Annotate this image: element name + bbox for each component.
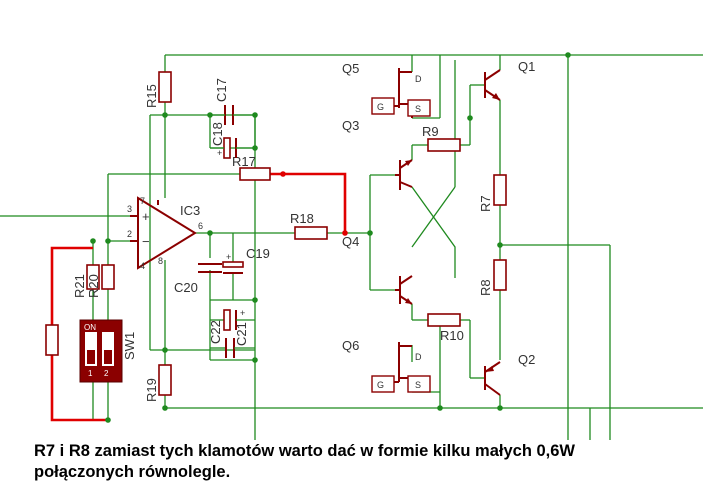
r18-label: R18 [290, 211, 314, 226]
opamp-minus: − [142, 234, 150, 249]
pin-4: 4 [140, 261, 145, 271]
resistor-left [45, 324, 59, 356]
resistor-r17 [239, 167, 271, 181]
resistor-r7 [493, 174, 507, 206]
resistor-r9 [427, 138, 461, 152]
resistors: R15 R17 R18 R21 R20 R19 R9 R10 R7 R8 [45, 71, 507, 402]
transistor-q1 [484, 69, 501, 101]
resistor-r15 [158, 71, 172, 103]
opamp-ic3: + − IC3 3 2 6 7 4 8 [127, 196, 203, 271]
c19-plus: + [226, 252, 231, 262]
sw1-on: ON [84, 323, 96, 332]
opamp-plus: + [142, 209, 150, 224]
q4-label: Q4 [342, 234, 359, 249]
pin-6: 6 [198, 221, 203, 231]
resistor-r18 [294, 226, 328, 240]
capacitors: C17 C18 + C20 C19 + [174, 78, 270, 358]
c18-label: C18 [210, 122, 225, 146]
q1-label: Q1 [518, 59, 535, 74]
note-line-2: połączonych równolegle. [34, 463, 231, 481]
resistor-r10 [427, 313, 461, 327]
sw1-pin1: 1 [88, 369, 93, 378]
c22-label: C22 [208, 320, 223, 344]
sw1-pin2: 2 [104, 369, 109, 378]
r20-label: R20 [86, 274, 101, 298]
transistor-q3 [395, 159, 413, 190]
transistor-q4 [395, 275, 413, 305]
c21-label: C21 [234, 322, 249, 346]
c20-label: C20 [174, 280, 198, 295]
q5-g: G [377, 102, 384, 112]
capacitor-c17 [210, 105, 255, 125]
r17-label: R17 [232, 154, 256, 169]
note-line-1: R7 i R8 zamiast tych klamotów warto dać … [34, 442, 576, 460]
pin-7: 7 [140, 196, 145, 206]
capacitor-c18 [210, 137, 255, 159]
c17-label: C17 [214, 78, 229, 102]
resistor-r8 [493, 259, 507, 291]
pin-3: 3 [127, 204, 132, 214]
capacitor-c21 [210, 338, 255, 358]
r21-label: R21 [72, 274, 87, 298]
r19-label: R19 [144, 378, 159, 402]
q5-s: S [415, 104, 421, 114]
q6-s: S [415, 380, 421, 390]
r9-label: R9 [422, 124, 439, 139]
c19-label: C19 [246, 246, 270, 261]
sw1-label: SW1 [122, 332, 137, 360]
capacitor-c22 [210, 309, 255, 331]
c22-plus: + [240, 308, 245, 318]
r7-label: R7 [478, 195, 493, 212]
mosfet-q5 [371, 68, 431, 118]
mosfet-q6 [371, 342, 431, 393]
switch-sw1: ON 1 2 [79, 319, 123, 383]
q6-label: Q6 [342, 338, 359, 353]
q2-label: Q2 [518, 352, 535, 367]
resistor-r20 [101, 264, 115, 290]
pin-8: 8 [158, 256, 163, 266]
resistor-r19 [158, 364, 172, 396]
q6-g: G [377, 380, 384, 390]
q3-label: Q3 [342, 118, 359, 133]
c18-plus: + [217, 148, 222, 158]
resistor-r21 [86, 264, 100, 290]
q5-d: D [415, 74, 422, 84]
schematic: + − IC3 3 2 6 7 4 8 R15 R17 R18 R21 R20 … [0, 52, 703, 440]
q6-d: D [415, 352, 422, 362]
transistor-q2 [484, 361, 501, 396]
q5-label: Q5 [342, 61, 359, 76]
ic3-label: IC3 [180, 203, 200, 218]
pin-2: 2 [127, 229, 132, 239]
capacitor-c20 [198, 263, 222, 273]
r10-label: R10 [440, 328, 464, 343]
r15-label: R15 [144, 84, 159, 108]
capacitor-c19 [222, 233, 244, 300]
annotation-note: R7 i R8 zamiast tych klamotów warto dać … [34, 441, 575, 483]
r8-label: R8 [478, 279, 493, 296]
